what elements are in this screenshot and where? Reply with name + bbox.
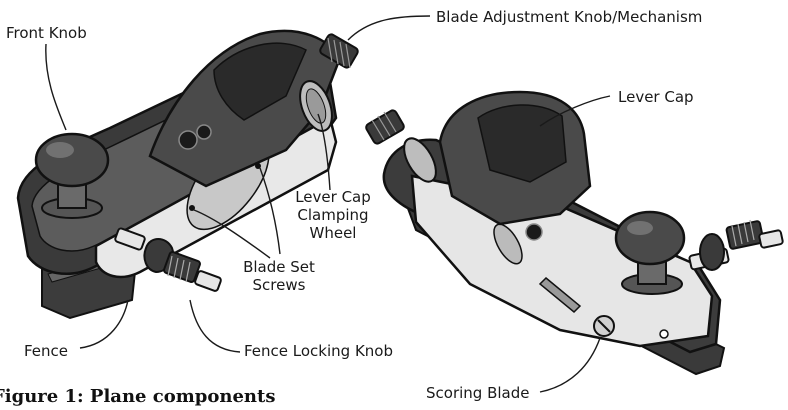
leader-front-knob: [46, 44, 66, 130]
fence-locking-knob-right: [689, 220, 783, 270]
leader-fence-locking: [190, 300, 240, 352]
label-blade-set-line-2: Screws: [238, 276, 320, 294]
label-fence-locking-knob: Fence Locking Knob: [244, 342, 393, 360]
label-fence: Fence: [24, 342, 68, 360]
label-blade-set-line-1: Blade Set: [238, 258, 320, 276]
label-clamping-line-2: Clamping: [292, 206, 374, 224]
label-clamping-line-1: Lever Cap: [292, 188, 374, 206]
label-scoring-blade: Scoring Blade: [426, 384, 529, 402]
leader-blade-adjustment: [348, 16, 430, 40]
label-blade-set-screws: Blade Set Screws: [238, 258, 320, 294]
front-knob-right: [616, 212, 684, 294]
label-blade-adjustment: Blade Adjustment Knob/Mechanism: [436, 8, 702, 26]
leader-scoring-blade: [540, 338, 600, 392]
label-clamping-line-3: Wheel: [292, 224, 374, 242]
label-lever-cap: Lever Cap: [618, 88, 694, 106]
label-lever-cap-clamping-wheel: Lever Cap Clamping Wheel: [292, 188, 374, 242]
label-front-knob: Front Knob: [6, 24, 87, 42]
blade-adjustment-knob-right: [365, 109, 405, 145]
scoring-blade-screw: [594, 316, 614, 336]
figure-caption: Figure 1: Plane components: [0, 386, 275, 407]
right-plane: [365, 92, 783, 374]
front-knob-left: [36, 134, 108, 218]
